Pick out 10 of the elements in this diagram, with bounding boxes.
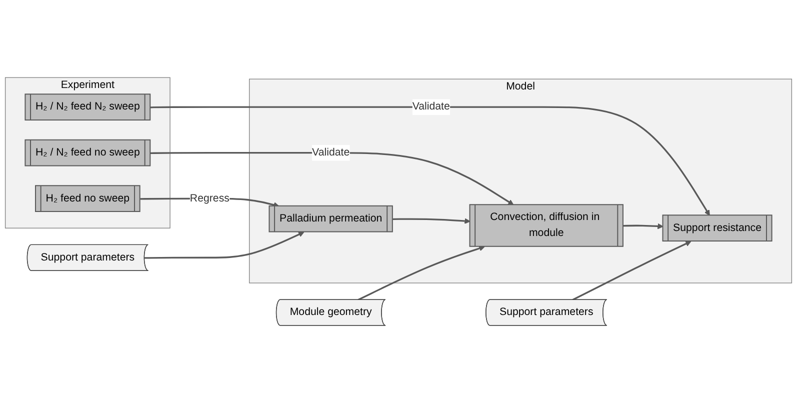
- arrow: [144, 232, 304, 259]
- edge-label: Validate: [412, 101, 450, 112]
- edge-label: Regress: [190, 192, 230, 204]
- arrow: [392, 218, 470, 224]
- edge-label: Validate: [312, 146, 350, 158]
- arrow: [150, 106, 710, 216]
- arrow: [358, 246, 485, 301]
- arrow: [623, 223, 664, 230]
- arrow: [572, 241, 692, 301]
- arrow: [150, 152, 514, 206]
